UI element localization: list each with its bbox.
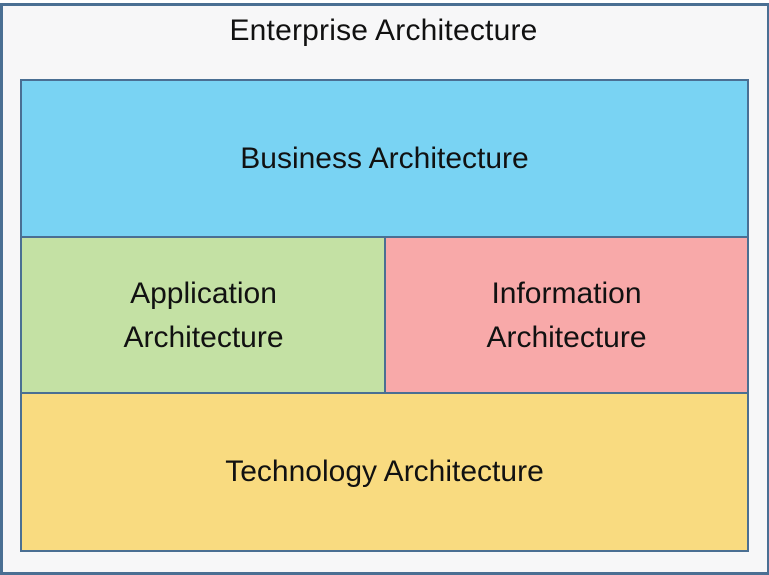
- technology-architecture-label: Technology Architecture: [225, 455, 544, 488]
- business-architecture-label: Business Architecture: [240, 142, 529, 175]
- business-architecture-block: Business Architecture: [20, 79, 749, 239]
- application-architecture-label-line2: Architecture: [123, 320, 284, 354]
- information-architecture-label-line1: Information: [491, 276, 642, 310]
- application-architecture-block: Application Architecture: [20, 236, 387, 395]
- diagram-title: Enterprise Architecture: [229, 14, 538, 47]
- application-architecture-label-line1: Application: [130, 276, 277, 310]
- information-architecture-block: Information Architecture: [384, 236, 749, 395]
- technology-architecture-block: Technology Architecture: [20, 392, 749, 552]
- information-architecture-label-line2: Architecture: [486, 320, 647, 354]
